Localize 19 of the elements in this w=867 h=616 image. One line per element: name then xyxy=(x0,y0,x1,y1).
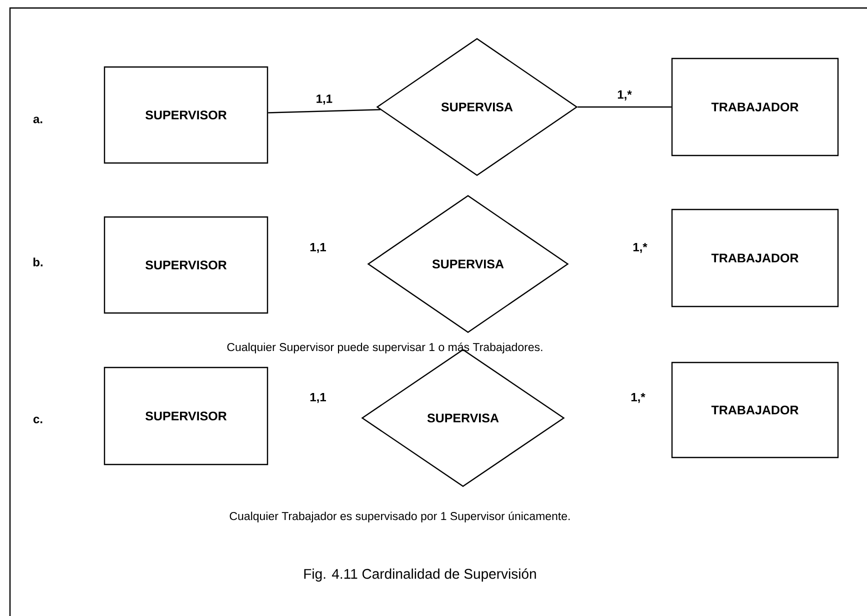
cardinality-label: 1,* xyxy=(631,392,646,404)
connector-line xyxy=(268,109,380,114)
item-letter: a. xyxy=(33,116,42,124)
note-text: Cualquier Trabajador es supervisado por 1 Supervisor únicamente. xyxy=(230,512,570,522)
cardinality-label: 1,1 xyxy=(310,242,326,254)
cardinality-label: 1,* xyxy=(633,242,648,254)
item-letter: c. xyxy=(33,416,42,424)
entity-box: SUPERVISOR xyxy=(104,66,268,164)
entity-box: TRABAJADOR xyxy=(671,58,839,156)
connector-line xyxy=(578,106,672,108)
entity-box: TRABAJADOR xyxy=(671,362,839,458)
figure-caption: Fig. 4.11 Cardinalidad de Supervisión xyxy=(304,568,536,582)
cardinality-label: 1,* xyxy=(618,90,632,100)
cardinality-label: 1,1 xyxy=(316,94,332,105)
item-letter: b. xyxy=(33,258,42,266)
entity-box: SUPERVISOR xyxy=(104,366,268,466)
entity-box: SUPERVISOR xyxy=(104,216,268,314)
entity-box: TRABAJADOR xyxy=(671,208,839,308)
cardinality-label: 1,1 xyxy=(310,392,326,404)
